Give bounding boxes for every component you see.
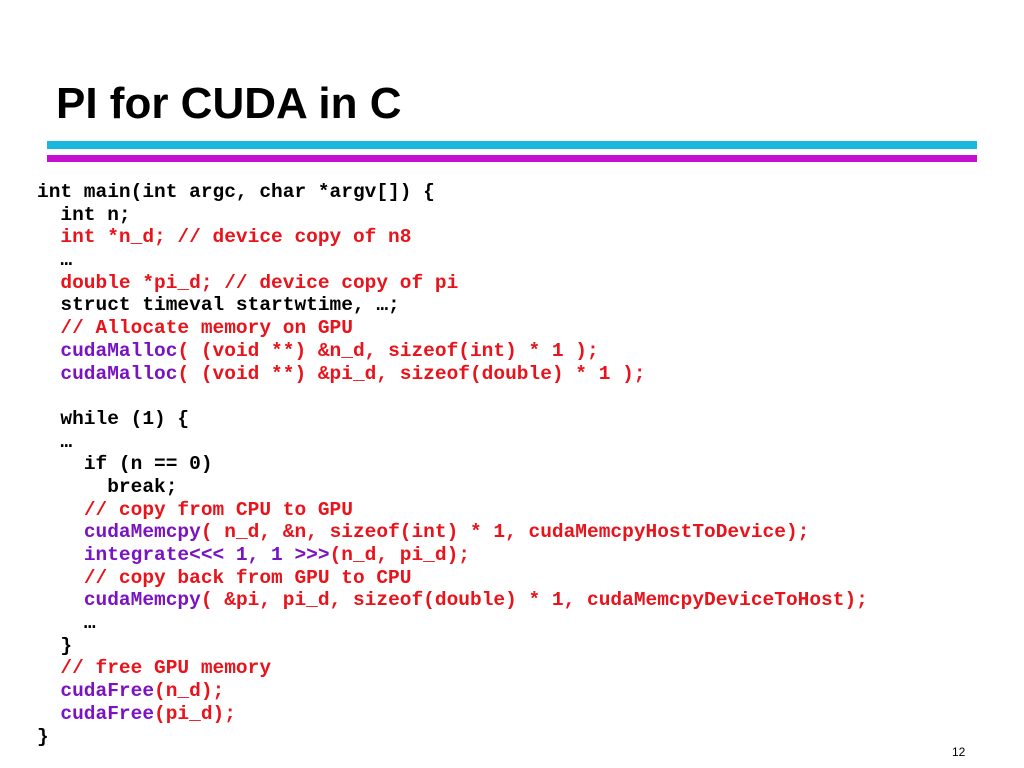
code-line	[37, 385, 1017, 408]
code-indent	[37, 635, 60, 657]
slide-title: PI for CUDA in C	[56, 79, 402, 128]
code-indent	[37, 453, 84, 475]
code-block: int main(int argc, char *argv[]) { int n…	[37, 181, 1017, 748]
page-number: 12	[952, 745, 966, 759]
code-token: int *n_d; // device copy of n8	[60, 226, 412, 249]
code-line: // Allocate memory on GPU	[37, 317, 1017, 340]
code-line: cudaMalloc( (void **) &pi_d, sizeof(doub…	[37, 363, 1017, 386]
code-line: cudaMemcpy( n_d, &n, sizeof(int) * 1, cu…	[37, 521, 1017, 544]
code-token: …	[60, 249, 73, 272]
code-token: cudaMemcpy	[83, 589, 201, 612]
code-token: if (n == 0)	[83, 453, 213, 476]
code-token: ( (void **) &n_d, sizeof(int) * 1 );	[177, 339, 599, 362]
code-line: // copy from CPU to GPU	[37, 499, 1017, 522]
code-token: // Allocate memory on GPU	[60, 317, 353, 340]
code-line: …	[37, 249, 1017, 272]
code-line: }	[37, 635, 1017, 658]
code-token: ( n_d, &n, sizeof(int) * 1, cudaMemcpyHo…	[200, 521, 810, 544]
code-indent	[37, 657, 60, 679]
code-token: (n_d);	[154, 680, 225, 703]
code-token: // free GPU memory	[60, 657, 272, 680]
code-token: (n_d, pi_d);	[329, 544, 470, 566]
code-token: cudaMalloc	[60, 339, 178, 362]
code-token: cudaFree	[60, 680, 155, 703]
code-token: break;	[107, 475, 178, 498]
code-indent	[37, 226, 60, 248]
code-indent	[37, 589, 84, 611]
code-token: }	[37, 725, 49, 748]
code-line: break;	[37, 476, 1017, 499]
code-token: struct timeval startwtime, …;	[60, 294, 400, 317]
code-token: ( (void **) &pi_d, sizeof(double) * 1 );	[177, 362, 646, 385]
code-line: …	[37, 612, 1017, 635]
code-indent	[37, 612, 84, 634]
code-line: int *n_d; // device copy of n8	[37, 226, 1017, 249]
code-indent	[37, 544, 84, 566]
title-rule-magenta	[47, 155, 977, 162]
code-token: ( &pi, pi_d, sizeof(double) * 1, cudaMem…	[200, 589, 868, 612]
code-indent	[37, 499, 84, 521]
code-indent	[37, 363, 60, 385]
code-token: int main(int argc, char *argv[]) {	[37, 181, 435, 203]
code-line: struct timeval startwtime, …;	[37, 294, 1017, 317]
code-indent	[37, 340, 60, 362]
code-token: // copy from CPU to GPU	[83, 498, 353, 521]
code-indent	[37, 249, 60, 271]
title-rule-gap	[47, 149, 977, 151]
code-token: }	[60, 634, 73, 657]
code-line: int main(int argc, char *argv[]) {	[37, 181, 1017, 204]
code-line: cudaFree(pi_d);	[37, 703, 1017, 726]
code-line: // copy back from GPU to CPU	[37, 567, 1017, 590]
code-token: …	[60, 430, 73, 453]
code-token: while (1) {	[60, 407, 190, 430]
code-indent	[37, 567, 84, 589]
code-token: …	[83, 612, 96, 635]
code-indent	[37, 272, 60, 294]
code-token: // copy back from GPU to CPU	[83, 566, 412, 589]
code-token: cudaFree	[60, 702, 155, 725]
code-token: (pi_d);	[154, 702, 236, 725]
code-line: while (1) {	[37, 408, 1017, 431]
title-rule-cyan	[47, 141, 977, 149]
code-token: cudaMalloc	[60, 362, 178, 385]
code-line: integrate<<< 1, 1 >>>(n_d, pi_d);	[37, 544, 1017, 567]
code-indent	[37, 680, 60, 702]
code-line: // free GPU memory	[37, 657, 1017, 680]
code-line: int n;	[37, 204, 1017, 227]
code-indent	[37, 431, 60, 453]
code-line: }	[37, 726, 1017, 749]
code-line: cudaMalloc( (void **) &n_d, sizeof(int) …	[37, 340, 1017, 363]
code-indent	[37, 476, 107, 498]
code-line: cudaFree(n_d);	[37, 680, 1017, 703]
code-line: if (n == 0)	[37, 453, 1017, 476]
code-line: double *pi_d; // device copy of pi	[37, 272, 1017, 295]
code-indent	[37, 317, 60, 339]
code-indent	[37, 294, 60, 316]
code-token: int n;	[60, 203, 131, 226]
code-line: …	[37, 431, 1017, 454]
code-indent	[37, 521, 84, 543]
code-line: cudaMemcpy( &pi, pi_d, sizeof(double) * …	[37, 589, 1017, 612]
code-token: cudaMemcpy	[83, 521, 201, 544]
code-indent	[37, 408, 60, 430]
code-token: integrate<<< 1, 1 >>>	[83, 544, 330, 566]
code-indent	[37, 703, 60, 725]
code-indent	[37, 204, 60, 226]
code-token: double *pi_d; // device copy of pi	[60, 271, 459, 294]
